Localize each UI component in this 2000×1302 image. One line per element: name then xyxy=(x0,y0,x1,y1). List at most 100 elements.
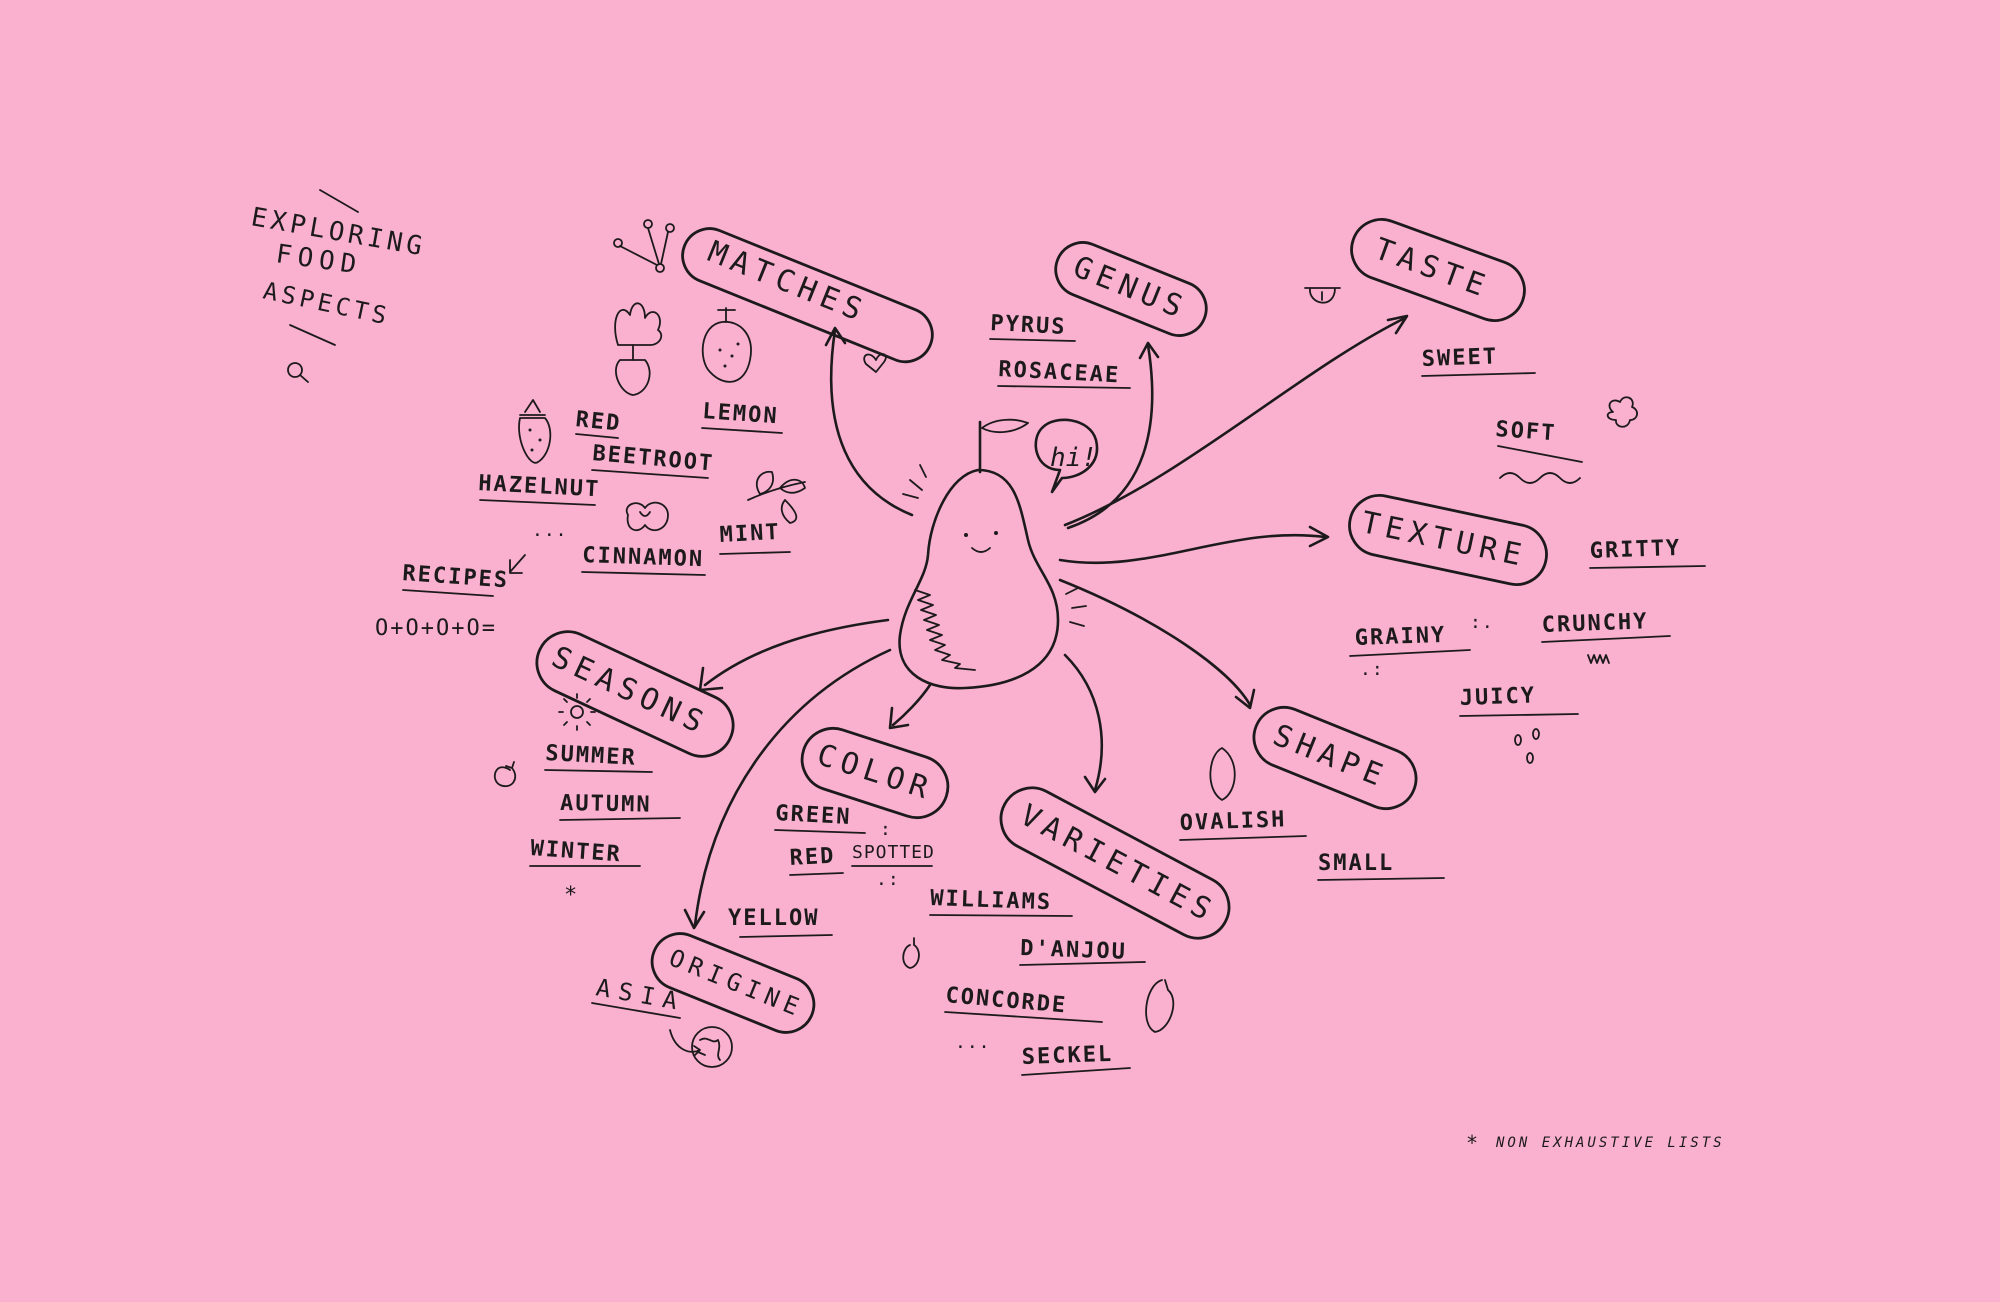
origine-pill xyxy=(650,932,816,1034)
fork-icon xyxy=(613,219,675,273)
underline xyxy=(559,817,681,821)
varieties-pill xyxy=(999,786,1231,940)
category-shape: SHAPE OVALISH SMALL xyxy=(1179,705,1445,881)
taste-label: TASTE xyxy=(1370,231,1495,305)
title-line-3: ASPECTS xyxy=(261,276,393,330)
underline xyxy=(575,433,619,439)
texture-item-grainy: GRAINY xyxy=(1354,623,1446,651)
genus-item-rosaceae: ROSACEAE xyxy=(998,357,1121,388)
pear-sparkle-right xyxy=(1065,587,1087,627)
genus-pill xyxy=(1054,241,1208,337)
arrow-to-genus xyxy=(1066,343,1154,530)
snowflake-icon: * xyxy=(564,883,577,908)
wave-icon xyxy=(1499,472,1581,484)
arrow-to-globe xyxy=(669,1029,701,1056)
shape-item-ovalish: OVALISH xyxy=(1179,807,1287,836)
underline xyxy=(1349,649,1471,657)
beetroot-icon xyxy=(614,302,663,396)
strawberry-icon xyxy=(518,399,552,464)
speech-bubble xyxy=(1034,418,1099,494)
shape-label: SHAPE xyxy=(1268,718,1393,796)
footnote-asterisk: * xyxy=(1466,1131,1478,1155)
cycle-icon xyxy=(493,761,517,788)
small-pear-icon xyxy=(902,937,920,969)
cinnamon-icon xyxy=(625,501,669,532)
underline xyxy=(944,1011,1103,1023)
arrow-to-color xyxy=(891,683,932,727)
arrowhead-taste xyxy=(1386,314,1409,335)
seasons-item-summer: SUMMER xyxy=(545,741,638,771)
underline xyxy=(1421,372,1536,377)
arrow-to-recipes xyxy=(509,554,526,574)
underline xyxy=(1317,877,1445,881)
underline xyxy=(402,589,494,597)
tongue-icon xyxy=(1304,287,1341,304)
underline xyxy=(1179,835,1307,841)
color-item-spotted: SPOTTED xyxy=(852,842,935,863)
underline xyxy=(1459,713,1579,717)
title-top-stroke xyxy=(319,189,359,213)
arrowhead-varieties xyxy=(1083,775,1107,794)
pear-smile xyxy=(971,547,991,553)
category-taste: TASTE SWEET xyxy=(1304,218,1536,377)
arrow-to-shape xyxy=(1058,578,1252,707)
taste-pill xyxy=(1350,218,1526,322)
underline xyxy=(1021,1067,1131,1076)
flower-icon xyxy=(1606,396,1638,428)
mint-icon xyxy=(747,470,806,524)
speech-text: hi! xyxy=(1050,443,1097,473)
arrow-to-varieties xyxy=(1063,653,1104,792)
matches-item-lemon: LEMON xyxy=(702,399,780,429)
long-pear-icon xyxy=(1145,979,1175,1033)
globe-icon xyxy=(691,1026,733,1068)
arrow-to-matches xyxy=(829,328,914,517)
lemon-icon xyxy=(701,307,752,383)
underline xyxy=(929,914,1073,917)
title-block: EXPLORING FOOD ASPECTS xyxy=(249,189,428,383)
varieties-item-seckel: SECKEL xyxy=(1021,1042,1113,1070)
color-label: COLOR xyxy=(813,737,938,807)
heart-icon xyxy=(863,353,887,373)
underline xyxy=(591,469,709,479)
underline xyxy=(1019,961,1146,966)
varieties-item-danjou: D'ANJOU xyxy=(1020,936,1128,965)
underline xyxy=(989,338,1076,342)
underline xyxy=(997,385,1131,389)
underline xyxy=(719,551,791,555)
matches-item-hazelnut: HAZELNUT xyxy=(478,471,601,502)
matches-item-red: RED xyxy=(574,407,622,437)
pear-shading xyxy=(914,589,976,671)
category-texture: TEXTURE SOFT GRITTY GRAINY CRUNCHY JUICY… xyxy=(1348,396,1706,764)
pear-body xyxy=(898,468,1060,690)
underline xyxy=(1497,445,1583,463)
arrow-to-origine xyxy=(693,648,892,927)
recipes-label: RECIPES xyxy=(402,561,510,593)
drops-icon xyxy=(1514,728,1540,764)
varieties-item-williams: WILLIAMS xyxy=(930,886,1053,915)
arrow-to-texture xyxy=(1058,533,1327,565)
sun-icon xyxy=(558,693,596,731)
arrowhead-genus xyxy=(1138,341,1160,360)
title-bottom-stroke xyxy=(289,324,336,346)
pear-leaf xyxy=(981,418,1029,434)
pear-eye-right xyxy=(994,531,998,535)
underline xyxy=(544,769,653,773)
seasons-item-autumn: AUTUMN xyxy=(560,791,652,818)
texture-item-crunchy: CRUNCHY xyxy=(1541,609,1649,638)
ellipsis: ... xyxy=(532,520,568,541)
texture-item-soft: SOFT xyxy=(1495,417,1558,446)
texture-pill xyxy=(1348,494,1548,586)
arrowhead-shape xyxy=(1234,688,1256,710)
footnote: * NON EXHAUSTIVE LISTS xyxy=(1466,1131,1722,1155)
seasons-pill xyxy=(535,630,735,758)
category-origine: ORIGINE ASIA xyxy=(591,932,816,1068)
pear-sparkle-left xyxy=(902,464,927,499)
category-genus: GENUS PYRUS ROSACEAE xyxy=(989,241,1208,389)
arrow-to-taste xyxy=(1063,316,1407,527)
arrow-to-seasons xyxy=(703,618,890,687)
dots: : xyxy=(880,819,892,840)
arrowhead-texture xyxy=(1308,525,1330,548)
genus-item-pyrus: PYRUS xyxy=(990,311,1067,340)
underline xyxy=(739,934,833,938)
underline xyxy=(774,829,866,834)
